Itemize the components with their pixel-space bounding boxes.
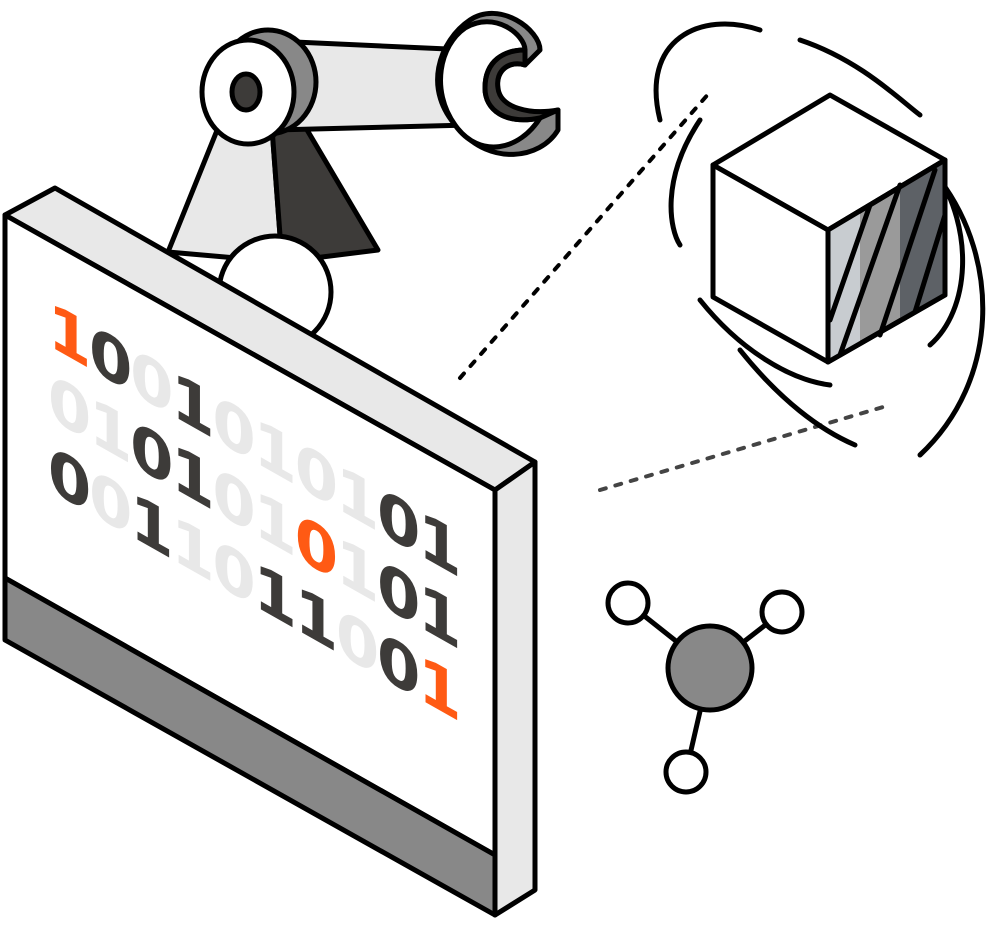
monitor-bottom-bezel: [2, 575, 498, 918]
molecule-icon: [605, 580, 805, 795]
binary-row: 0101010101: [48, 359, 459, 664]
robot-arm-joint-hole: [229, 71, 263, 113]
projection-line-bottom: [598, 403, 892, 492]
robot-arm: [165, 11, 561, 351]
wrench-inner: [482, 47, 561, 123]
monitor: [2, 185, 538, 918]
projection-line-top: [458, 90, 712, 380]
orbit-rings: [653, 21, 986, 458]
monitor-side-edge: [492, 459, 538, 918]
cube: [710, 92, 948, 365]
